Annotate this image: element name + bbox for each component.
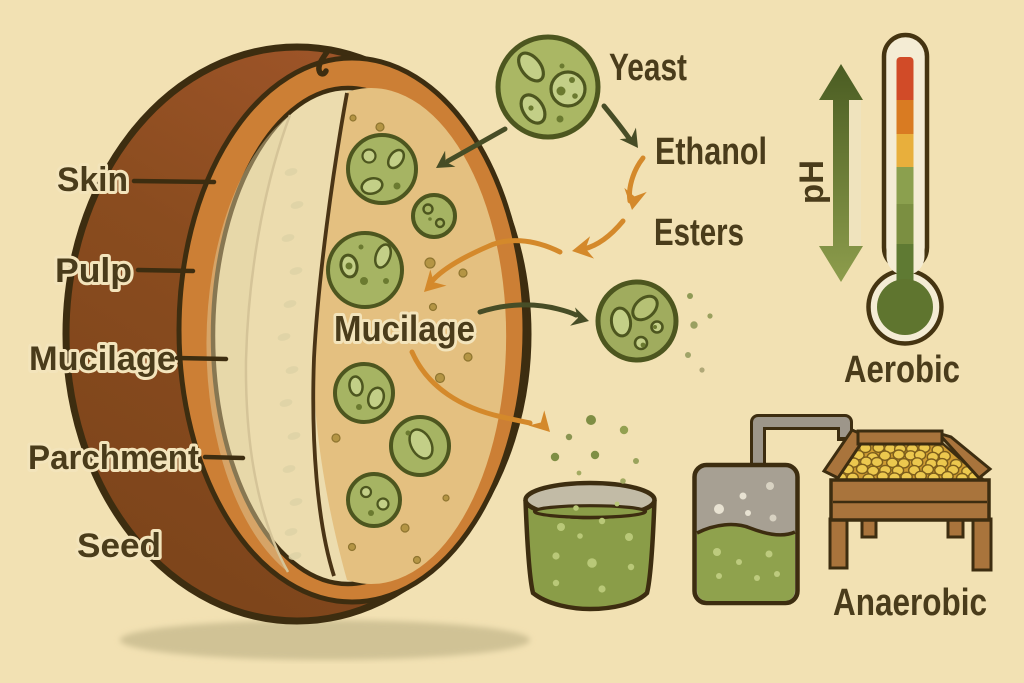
svg-text:Ethanol: Ethanol <box>655 131 767 173</box>
svg-text:Parchment: Parchment <box>28 439 199 477</box>
svg-text:Seed: Seed <box>77 527 161 565</box>
svg-text:Aerobic: Aerobic <box>844 349 960 391</box>
svg-text:pH: pH <box>793 160 831 204</box>
svg-text:Pulp: Pulp <box>55 252 132 290</box>
svg-text:Yeast: Yeast <box>609 47 687 89</box>
svg-text:Mucilage: Mucilage <box>334 308 475 349</box>
svg-text:Mucilage: Mucilage <box>29 340 176 378</box>
svg-text:Esters: Esters <box>654 212 744 254</box>
svg-text:Anaerobic: Anaerobic <box>833 582 987 624</box>
svg-text:Skin: Skin <box>57 161 128 199</box>
